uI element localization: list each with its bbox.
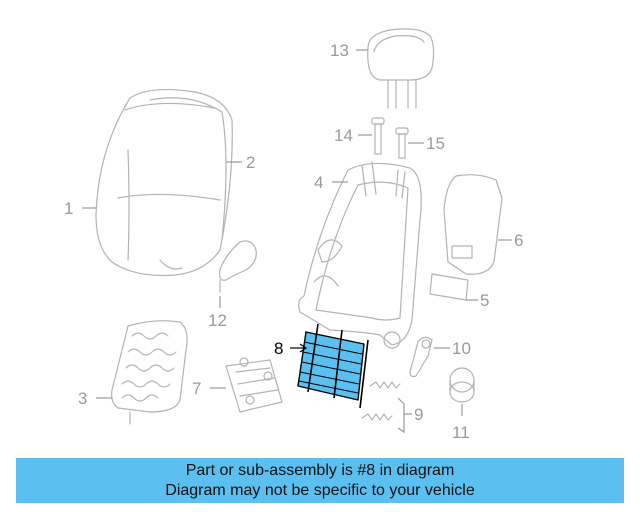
part-7-lumbar-mechanism[interactable] <box>225 357 283 413</box>
part-15-guide[interactable] <box>395 127 409 159</box>
callout-3[interactable]: 3 <box>78 389 87 408</box>
part-12-bracket[interactable] <box>219 240 257 293</box>
part-13-headrest[interactable] <box>367 28 435 109</box>
banner-line-2: Diagram may not be specific to your vehi… <box>165 482 475 499</box>
callout-9[interactable]: 9 <box>414 405 423 424</box>
part-5-pad[interactable] <box>429 273 469 301</box>
callout-2[interactable]: 2 <box>246 153 255 172</box>
callout-8[interactable]: 8 <box>274 339 283 358</box>
part-6-back-board[interactable] <box>443 174 503 275</box>
leader-8-arrow <box>299 343 308 353</box>
part-11-knob[interactable] <box>449 367 475 403</box>
callout-13[interactable]: 13 <box>330 41 349 60</box>
part-2-seat-back-cover[interactable] <box>149 97 227 241</box>
parts-diagram: 13 14 15 1 2 12 4 <box>64 28 523 442</box>
callout-7[interactable]: 7 <box>192 379 201 398</box>
callout-6[interactable]: 6 <box>514 231 523 250</box>
callout-5[interactable]: 5 <box>480 291 489 310</box>
callout-4[interactable]: 4 <box>314 173 323 192</box>
part-14-guide[interactable] <box>371 117 385 155</box>
callout-15[interactable]: 15 <box>426 134 445 153</box>
callout-12[interactable]: 12 <box>208 311 227 330</box>
callout-10[interactable]: 10 <box>452 339 471 358</box>
part-4-seat-back-frame[interactable] <box>298 161 422 349</box>
part-3-cushion-pad[interactable] <box>111 320 188 425</box>
part-9-springs[interactable] <box>361 381 401 421</box>
part-8-spring-panel[interactable] <box>297 323 369 409</box>
banner-line-1: Part or sub-assembly is #8 in diagram <box>185 462 455 479</box>
callout-11[interactable]: 11 <box>452 423 470 442</box>
part-1-seat-back-cushion[interactable] <box>95 88 233 277</box>
part-10-recliner-handle[interactable] <box>409 336 433 378</box>
callout-1[interactable]: 1 <box>64 199 73 218</box>
callout-14[interactable]: 14 <box>334 126 353 145</box>
info-banner: Part or sub-assembly is #8 in diagram Di… <box>16 458 624 503</box>
leader-9 <box>397 397 405 434</box>
